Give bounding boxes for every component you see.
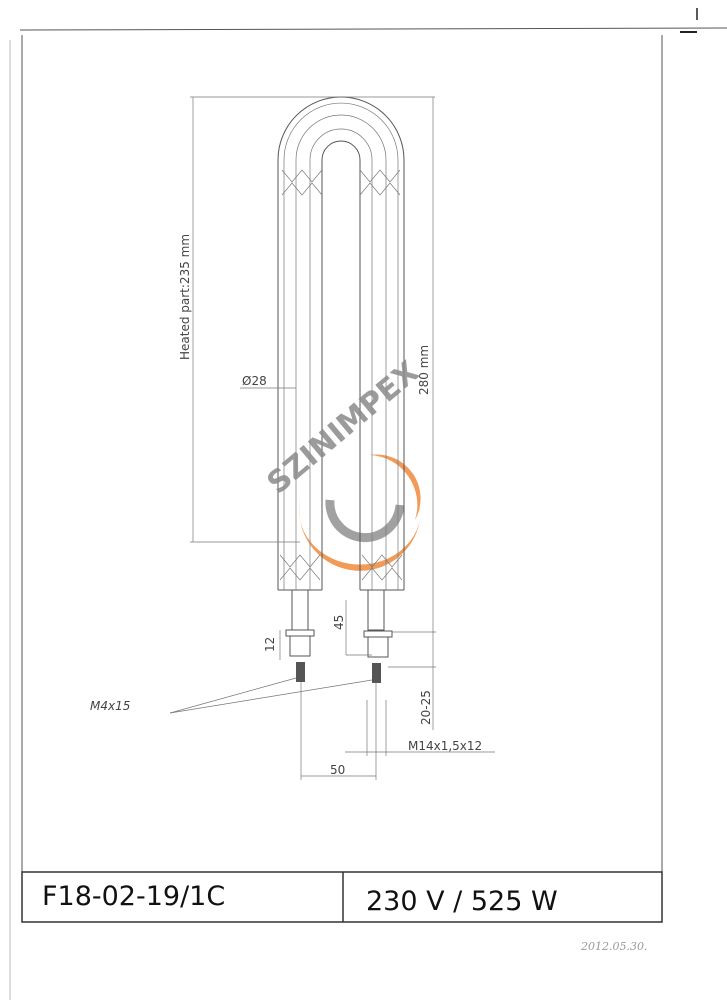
thread-dimension: M14x1,5x12	[408, 739, 482, 753]
thread-offset-dimension: 45	[332, 615, 346, 630]
heated-part-dimension: Heated part:235 mm	[178, 234, 192, 360]
watermark-text: SZINIMPEX	[261, 355, 426, 502]
drawing-frame	[9, 8, 727, 1000]
heater-element	[277, 96, 405, 780]
dimension-lines	[169, 96, 495, 777]
electrical-rating: 230 V / 525 W	[366, 886, 558, 917]
nut-height-dimension: 12	[263, 637, 277, 652]
watermark-logo	[298, 454, 421, 571]
spacing-dimension: 50	[330, 763, 345, 777]
terminal-length-dimension: 20-25	[419, 690, 433, 725]
terminal-screw-label: M4x15	[90, 699, 130, 713]
total-length-dimension: 280 mm	[417, 345, 431, 395]
part-number: F18-02-19/1C	[42, 881, 225, 912]
diameter-dimension: Ø28	[242, 374, 267, 388]
handwritten-date: 2012.05.30.	[580, 940, 647, 953]
title-block	[21, 871, 663, 923]
